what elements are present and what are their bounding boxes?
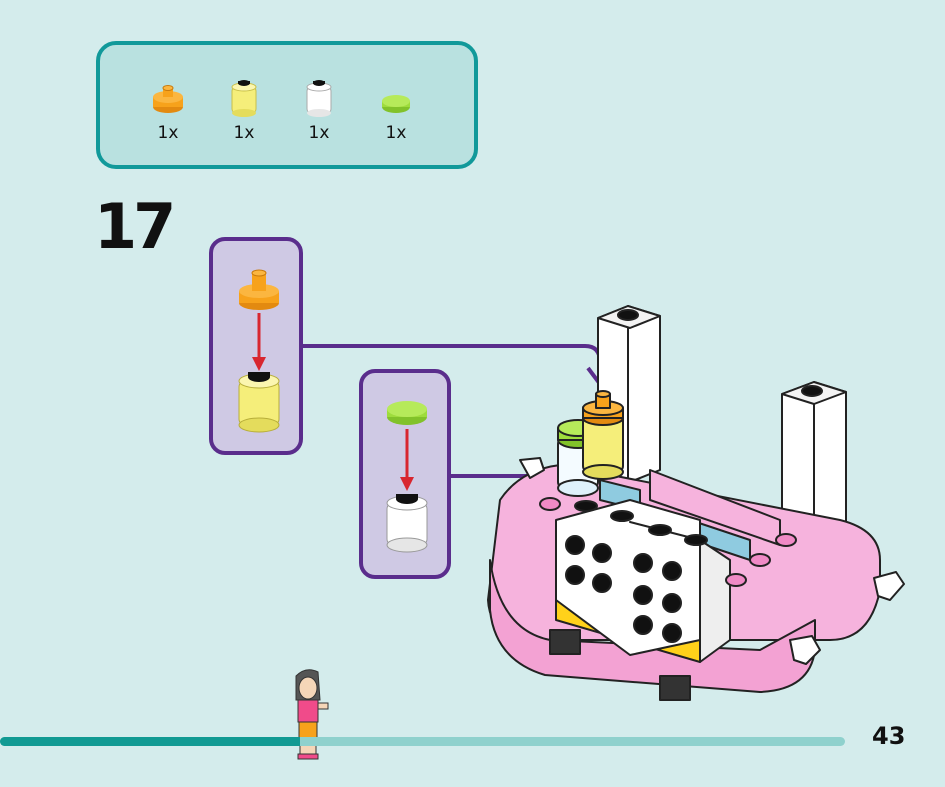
part-clear-brick: 1x xyxy=(289,75,349,155)
part-qty: 1x xyxy=(233,123,255,143)
parts-list-panel: 1x 1x 1x 1x xyxy=(96,41,478,169)
step-number: 17 xyxy=(94,190,176,263)
main-model-build xyxy=(487,305,905,701)
progress-bar-fill xyxy=(0,737,300,746)
trans-yellow-round-brick-icon xyxy=(231,80,257,117)
subassembly-1-diagram xyxy=(238,269,280,433)
part-qty: 1x xyxy=(385,123,407,143)
part-qty: 1x xyxy=(308,123,330,143)
arrow-icon xyxy=(586,366,614,388)
orange-round-plate-icon xyxy=(153,85,183,113)
part-qty: 1x xyxy=(157,123,179,143)
part-lime-tile: 1x xyxy=(366,75,426,155)
subassembly-box-2 xyxy=(359,369,451,579)
subassembly-2-diagram xyxy=(386,401,428,553)
page-number: 43 xyxy=(872,722,906,750)
arrow-icon xyxy=(533,462,554,490)
lime-round-tile-icon xyxy=(382,95,410,113)
progress-bar xyxy=(0,737,845,746)
part-orange-plate: 1x xyxy=(138,75,198,155)
arrow-icon xyxy=(303,344,602,378)
subassembly-box-1 xyxy=(209,237,303,455)
trans-clear-round-brick-icon xyxy=(306,80,332,117)
part-yellow-brick: 1x xyxy=(214,75,274,155)
